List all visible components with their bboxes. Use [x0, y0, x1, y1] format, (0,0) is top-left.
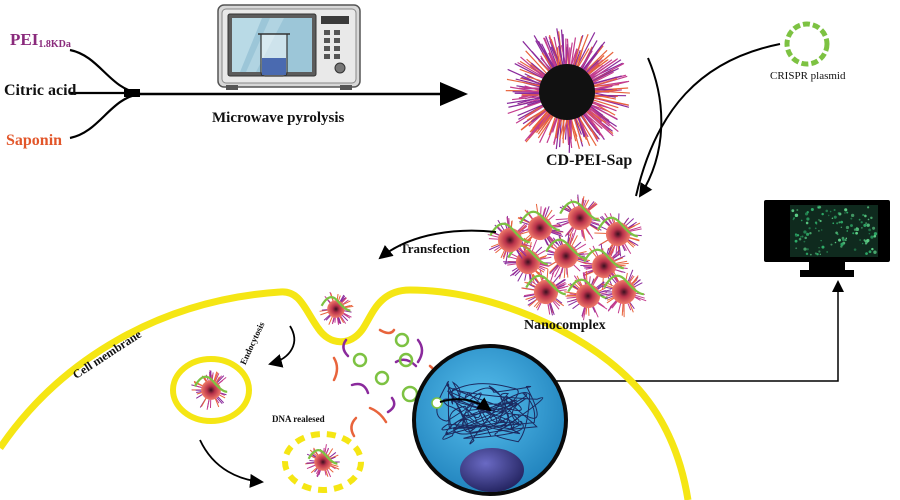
merge-clamp [124, 89, 140, 97]
transfection-label: Transfection [400, 241, 470, 256]
beaker-icon [258, 33, 290, 77]
chromatin [436, 380, 544, 445]
crispr-plasmid-label: CRISPR plasmid [770, 70, 846, 82]
nanocomplex-cluster [487, 194, 647, 321]
endocytosed-particle [319, 291, 354, 325]
microwave-icon [217, 4, 361, 90]
pei-molecular-weight: 1.8KDa [38, 39, 71, 50]
dna-released-label: DNA realesed [272, 414, 325, 424]
endosome-particle [191, 370, 228, 410]
cd-pei-sap-label: CD-PEI-Sap [546, 152, 633, 169]
nuclear-pore-plasmid [431, 397, 443, 409]
saponin-label: Saponin [6, 132, 63, 149]
nanocomplex-label: Nanocomplex [524, 318, 606, 333]
cell-membrane [0, 286, 692, 500]
cd-pei-sap-particle [505, 28, 630, 153]
plasmid-icon [784, 21, 830, 67]
release-arrow [199, 439, 264, 488]
nucleolus [460, 448, 524, 492]
nuclear-entry-arrow [439, 397, 492, 412]
endocytosis-arrow [268, 325, 296, 368]
microwave-pyrolysis-label: Microwave pyrolysis [212, 110, 345, 126]
pei-label: PEI1.8KDa [10, 30, 71, 50]
microwave-arrowhead [440, 82, 468, 106]
nucleus-to-monitor-arrow [548, 290, 839, 382]
transfection-arrow [378, 229, 497, 260]
cd-to-nanocomplex-arrow [638, 57, 663, 198]
nucleus [412, 344, 568, 496]
released-particle [305, 444, 340, 478]
pei-name: PEI [10, 30, 39, 49]
ruptured-vesicle [282, 431, 364, 493]
released-dna-fragments [332, 328, 438, 438]
citric-acid-label: Citric acid [4, 82, 77, 99]
endosome-vesicle [170, 356, 252, 424]
microwave-keypad [324, 30, 340, 59]
plasmid-to-nanocomplex-arrow [635, 43, 781, 197]
monitor-arrowhead [832, 280, 844, 292]
monitor-icon [764, 200, 890, 277]
